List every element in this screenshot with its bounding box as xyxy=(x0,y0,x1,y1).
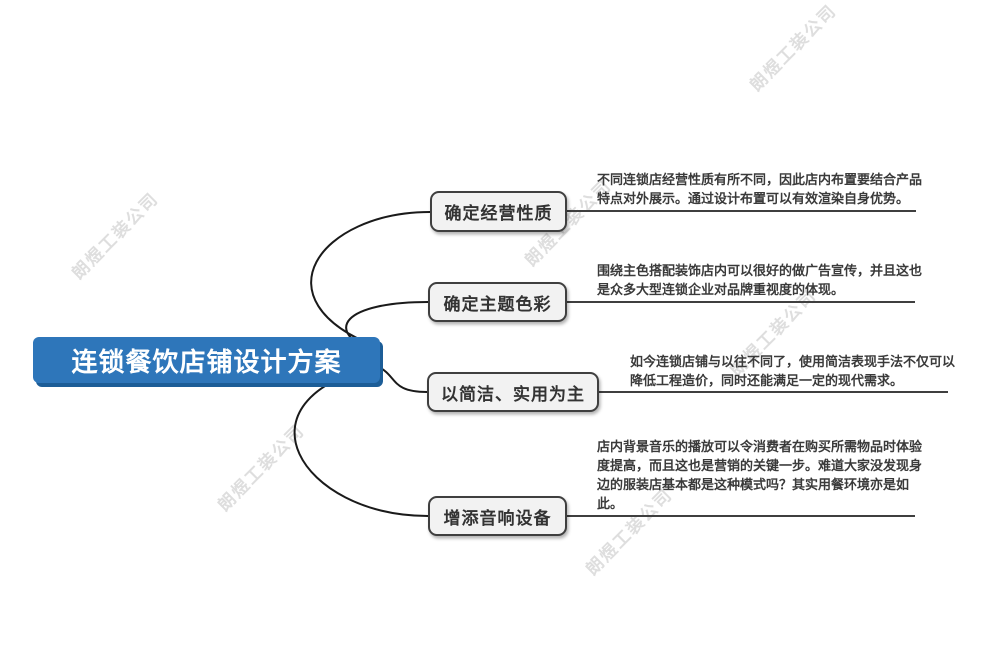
description-line: 如今连锁店铺与以往不同了，使用简洁表现手法不仅可以 xyxy=(630,355,956,370)
topic-node-label: 确定主题色彩 xyxy=(443,294,552,315)
branch-underline-3 xyxy=(599,391,948,393)
description-line: 降低工程造价，同时还能满足一定的现代需求。 xyxy=(630,374,904,389)
description-line: 是众多大型连锁企业对品牌重视度的体现。 xyxy=(597,283,845,298)
description-line: 特点对外展示。通过设计布置可以有效渲染自身优势。 xyxy=(597,192,910,207)
topic-node-label: 确定经营性质 xyxy=(444,204,553,224)
branch-underline-1 xyxy=(567,210,916,212)
root-topic-node: 连锁餐饮店铺设计方案 xyxy=(33,337,380,383)
description-line: 边的服装店基本都是这种模式吗？其实用餐环境亦是如 xyxy=(597,478,910,493)
branch-underline-2 xyxy=(567,301,915,303)
description-line: 店内背景音乐的播放可以令消费者在购买所需物品时体验 xyxy=(597,440,923,455)
topic-node-business-nature: 确定经营性质 xyxy=(430,191,567,232)
description-line: 围绕主色搭配装饰店内可以很好的做广告宣传，并且这也 xyxy=(597,264,923,279)
topic-description-1: 不同连锁店经营性质有所不同，因此店内布置要结合产品 特点对外展示。通过设计布置可… xyxy=(597,171,922,209)
branch-underline-4 xyxy=(567,515,915,517)
topic-description-2: 围绕主色搭配装饰店内可以很好的做广告宣传，并且这也 是众多大型连锁企业对品牌重视… xyxy=(597,262,922,300)
topic-description-4: 店内背景音乐的播放可以令消费者在购买所需物品时体验 度提高，而且这也是营销的关键… xyxy=(597,438,922,514)
branch-curve-3 xyxy=(376,365,428,393)
description-line: 度提高，而且这也是营销的关键一步。难道大家没发现身 xyxy=(597,459,923,474)
topic-description-3: 如今连锁店铺与以往不同了，使用简洁表现手法不仅可以 降低工程造价，同时还能满足一… xyxy=(630,353,955,391)
topic-node-audio-equipment: 增添音响设备 xyxy=(428,496,567,536)
description-line: 此。 xyxy=(597,497,624,512)
topic-node-label: 以简洁、实用为主 xyxy=(441,384,585,405)
root-topic-label: 连锁餐饮店铺设计方案 xyxy=(71,347,342,378)
branch-curve-1 xyxy=(310,211,431,348)
topic-node-simple-practical: 以简洁、实用为主 xyxy=(427,372,599,412)
branch-curve-4 xyxy=(293,365,429,517)
description-line: 不同连锁店经营性质有所不同，因此店内布置要结合产品 xyxy=(597,173,923,188)
topic-node-label: 增添音响设备 xyxy=(443,508,552,529)
topic-node-theme-color: 确定主题色彩 xyxy=(428,282,567,322)
